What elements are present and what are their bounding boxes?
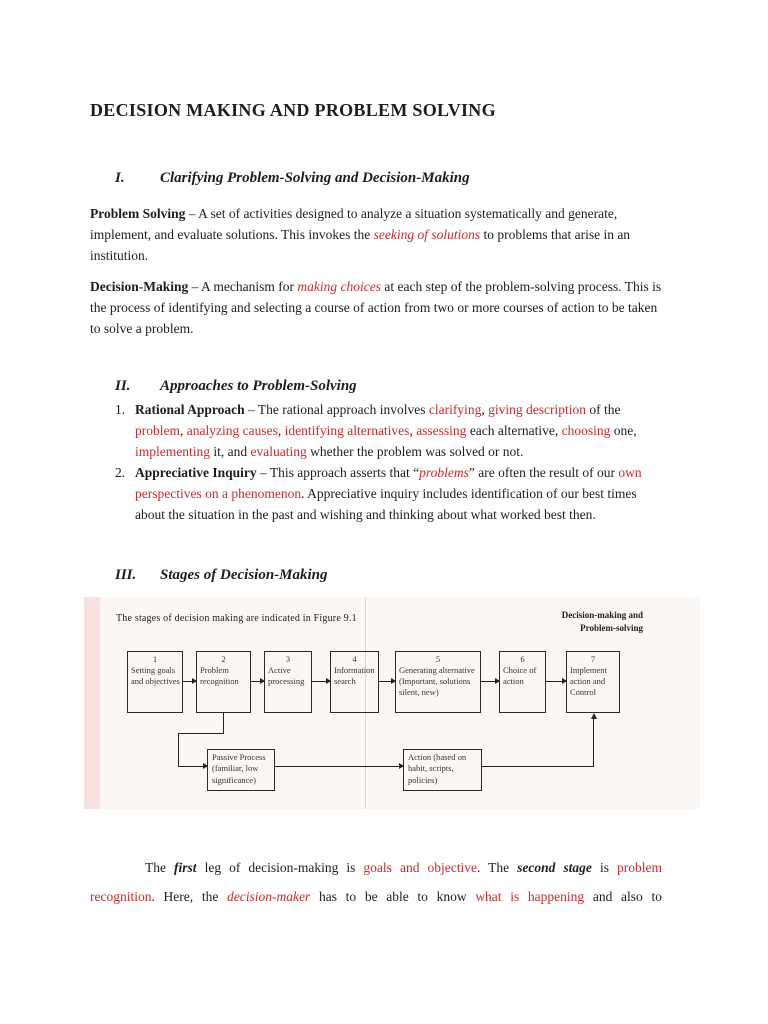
connector-line bbox=[593, 718, 595, 767]
stage-label: Problem recognition bbox=[200, 665, 239, 687]
arrow-right-icon bbox=[183, 677, 197, 684]
stage-box-6: 6 Choice of action bbox=[499, 651, 546, 713]
stage-label: Information search bbox=[334, 665, 375, 687]
text-column: DECISION MAKING AND PROBLEM SOLVING I. C… bbox=[84, 0, 700, 911]
list-item-text: Appreciative Inquiry – This approach ass… bbox=[135, 465, 642, 522]
stage-label: Implement action and Control bbox=[570, 665, 607, 698]
section-title: Stages of Decision-Making bbox=[160, 567, 328, 583]
arrow-up-icon bbox=[590, 713, 597, 719]
section-title: Clarifying Problem-Solving and Decision-… bbox=[160, 170, 470, 186]
stage-label: Choice of action bbox=[503, 665, 537, 687]
section-title: Approaches to Problem-Solving bbox=[160, 378, 357, 394]
stage-box-3: 3 Active processing bbox=[264, 651, 312, 713]
arrow-right-icon bbox=[178, 762, 208, 769]
arrow-right-icon bbox=[481, 677, 500, 684]
stage-number: 3 bbox=[285, 654, 291, 664]
stage-box-5: 5 Generating alternative (Important, sol… bbox=[395, 651, 481, 713]
section-number: I. bbox=[115, 170, 125, 186]
arrow-right-icon bbox=[275, 762, 404, 769]
arrow-right-icon bbox=[546, 677, 567, 684]
section-heading-2: II. Approaches to Problem-Solving bbox=[115, 377, 662, 396]
figure-9-1: The stages of decision making are indica… bbox=[84, 597, 700, 809]
stage-label: Generating alternative (Important, solut… bbox=[399, 665, 475, 698]
stage-box-7: 7 Implement action and Control bbox=[566, 651, 620, 713]
action-box-label: Action (based on habit, scripts, policie… bbox=[408, 752, 467, 785]
stage-label: Active processing bbox=[268, 665, 305, 687]
list-item-appreciative-inquiry: 2. Appreciative Inquiry – This approach … bbox=[115, 462, 662, 525]
section-heading-3: III. Stages of Decision-Making bbox=[115, 566, 662, 585]
arrow-right-icon bbox=[251, 677, 265, 684]
approaches-list: 1. Rational Approach – The rational appr… bbox=[115, 399, 662, 525]
connector-line bbox=[178, 733, 224, 735]
scan-pink-band bbox=[84, 597, 100, 809]
passive-process-label: Passive Process (familiar, low significa… bbox=[212, 752, 266, 785]
stage-number: 1 bbox=[152, 654, 158, 664]
stage-number: 6 bbox=[520, 654, 525, 664]
document-title: DECISION MAKING AND PROBLEM SOLVING bbox=[90, 100, 496, 120]
paragraph-problem-solving: Problem Solving – A set of activities de… bbox=[90, 206, 631, 263]
arrow-right-icon bbox=[379, 677, 396, 684]
figure-corner-label: Decision-making and Problem-solving bbox=[561, 610, 643, 633]
arrow-right-icon bbox=[312, 677, 331, 684]
paragraph-closing: The first leg of decision-making is goal… bbox=[90, 860, 662, 904]
list-item-rational-approach: 1. Rational Approach – The rational appr… bbox=[115, 399, 662, 462]
paragraph-decision-making: Decision-Making – A mechanism for making… bbox=[90, 279, 662, 336]
scan-fold-line bbox=[365, 597, 366, 809]
stage-number: 2 bbox=[221, 654, 226, 664]
connector-line bbox=[178, 733, 180, 767]
section-heading-1: I. Clarifying Problem-Solving and Decisi… bbox=[115, 169, 662, 188]
stage-box-4: 4 Information search bbox=[330, 651, 379, 713]
stage-box-2: 2 Problem recognition bbox=[196, 651, 251, 713]
section-number: II. bbox=[115, 378, 131, 394]
stage-number: 5 bbox=[435, 654, 441, 664]
section-number: III. bbox=[115, 567, 137, 583]
stage-box-1: 1 Setting goals and objectives bbox=[127, 651, 183, 713]
connector-line bbox=[482, 766, 594, 768]
list-item-text: Rational Approach – The rational approac… bbox=[135, 402, 637, 459]
stage-label: Setting goals and objectives bbox=[131, 665, 180, 687]
stage-number: 4 bbox=[352, 654, 357, 664]
action-box: Action (based on habit, scripts, policie… bbox=[403, 749, 482, 791]
list-item-number: 2. bbox=[115, 465, 126, 480]
figure-caption: The stages of decision making are indica… bbox=[116, 613, 357, 624]
stage-number: 7 bbox=[590, 654, 596, 664]
list-item-number: 1. bbox=[115, 402, 126, 417]
passive-process-box: Passive Process (familiar, low significa… bbox=[207, 749, 275, 791]
connector-line bbox=[223, 713, 225, 734]
